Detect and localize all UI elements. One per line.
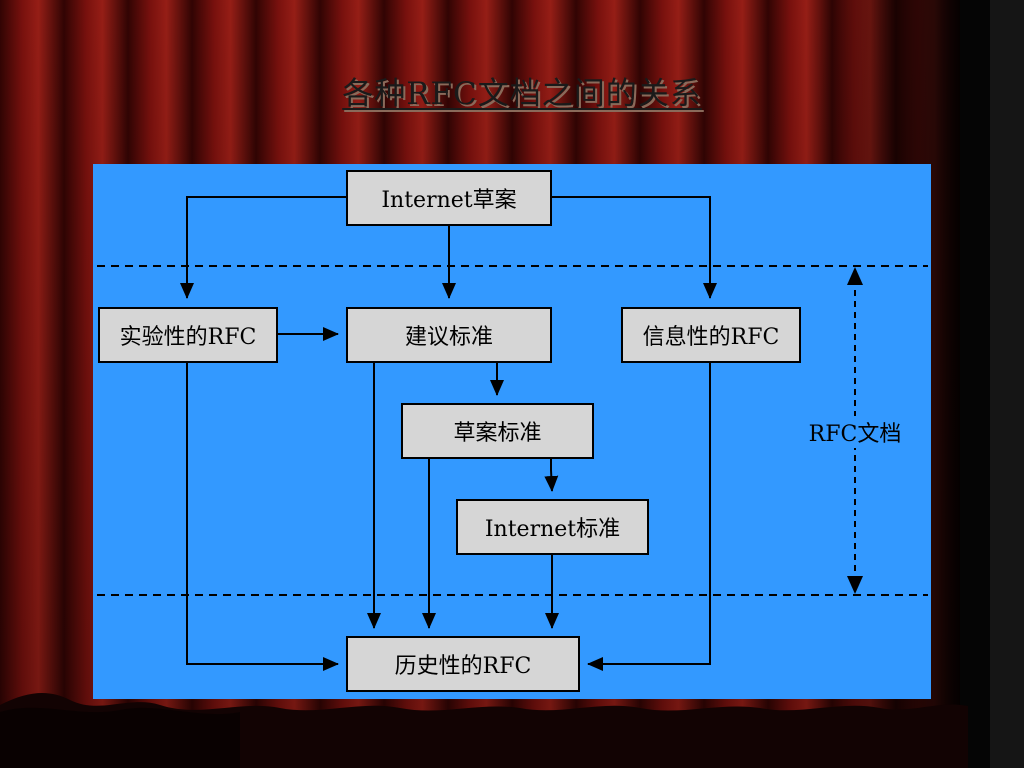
arrow-experimental-to-historic: [186, 363, 339, 671]
node-internet-standard-label: Internet标准: [484, 517, 621, 542]
node-internet-standard: Internet标准: [456, 499, 649, 555]
node-historic-rfc: 历史性的RFC: [346, 636, 580, 692]
node-draft-standard: 草案标准: [401, 403, 594, 459]
node-draft-standard-label: 草案标准: [453, 421, 542, 446]
node-historic-rfc-label: 历史性的RFC: [394, 654, 532, 679]
node-internet-draft-label: Internet草案: [381, 188, 517, 213]
node-internet-draft: Internet草案: [346, 170, 552, 226]
node-proposed-standard: 建议标准: [346, 307, 552, 363]
rfc-range-arrowhead-down: [847, 576, 863, 594]
node-experimental-rfc-label: 实验性的RFC: [119, 325, 257, 350]
arrow-draft-standard-to-internet-standard: [544, 459, 559, 492]
arrow-draft-to-informational: [552, 196, 717, 299]
rfc-documents-label: RFC文档: [800, 416, 910, 448]
node-experimental-rfc: 实验性的RFC: [98, 307, 278, 363]
slide-title: 各种RFC文档之间的关系: [342, 76, 702, 112]
node-informational-rfc: 信息性的RFC: [621, 307, 801, 363]
node-proposed-standard-label: 建议标准: [404, 325, 493, 350]
rfc-range-arrowhead-up: [847, 267, 863, 285]
node-informational-rfc-label: 信息性的RFC: [642, 325, 780, 350]
arrow-draft-to-experimental: [180, 196, 346, 299]
arrow-informational-to-historic: [587, 363, 711, 671]
